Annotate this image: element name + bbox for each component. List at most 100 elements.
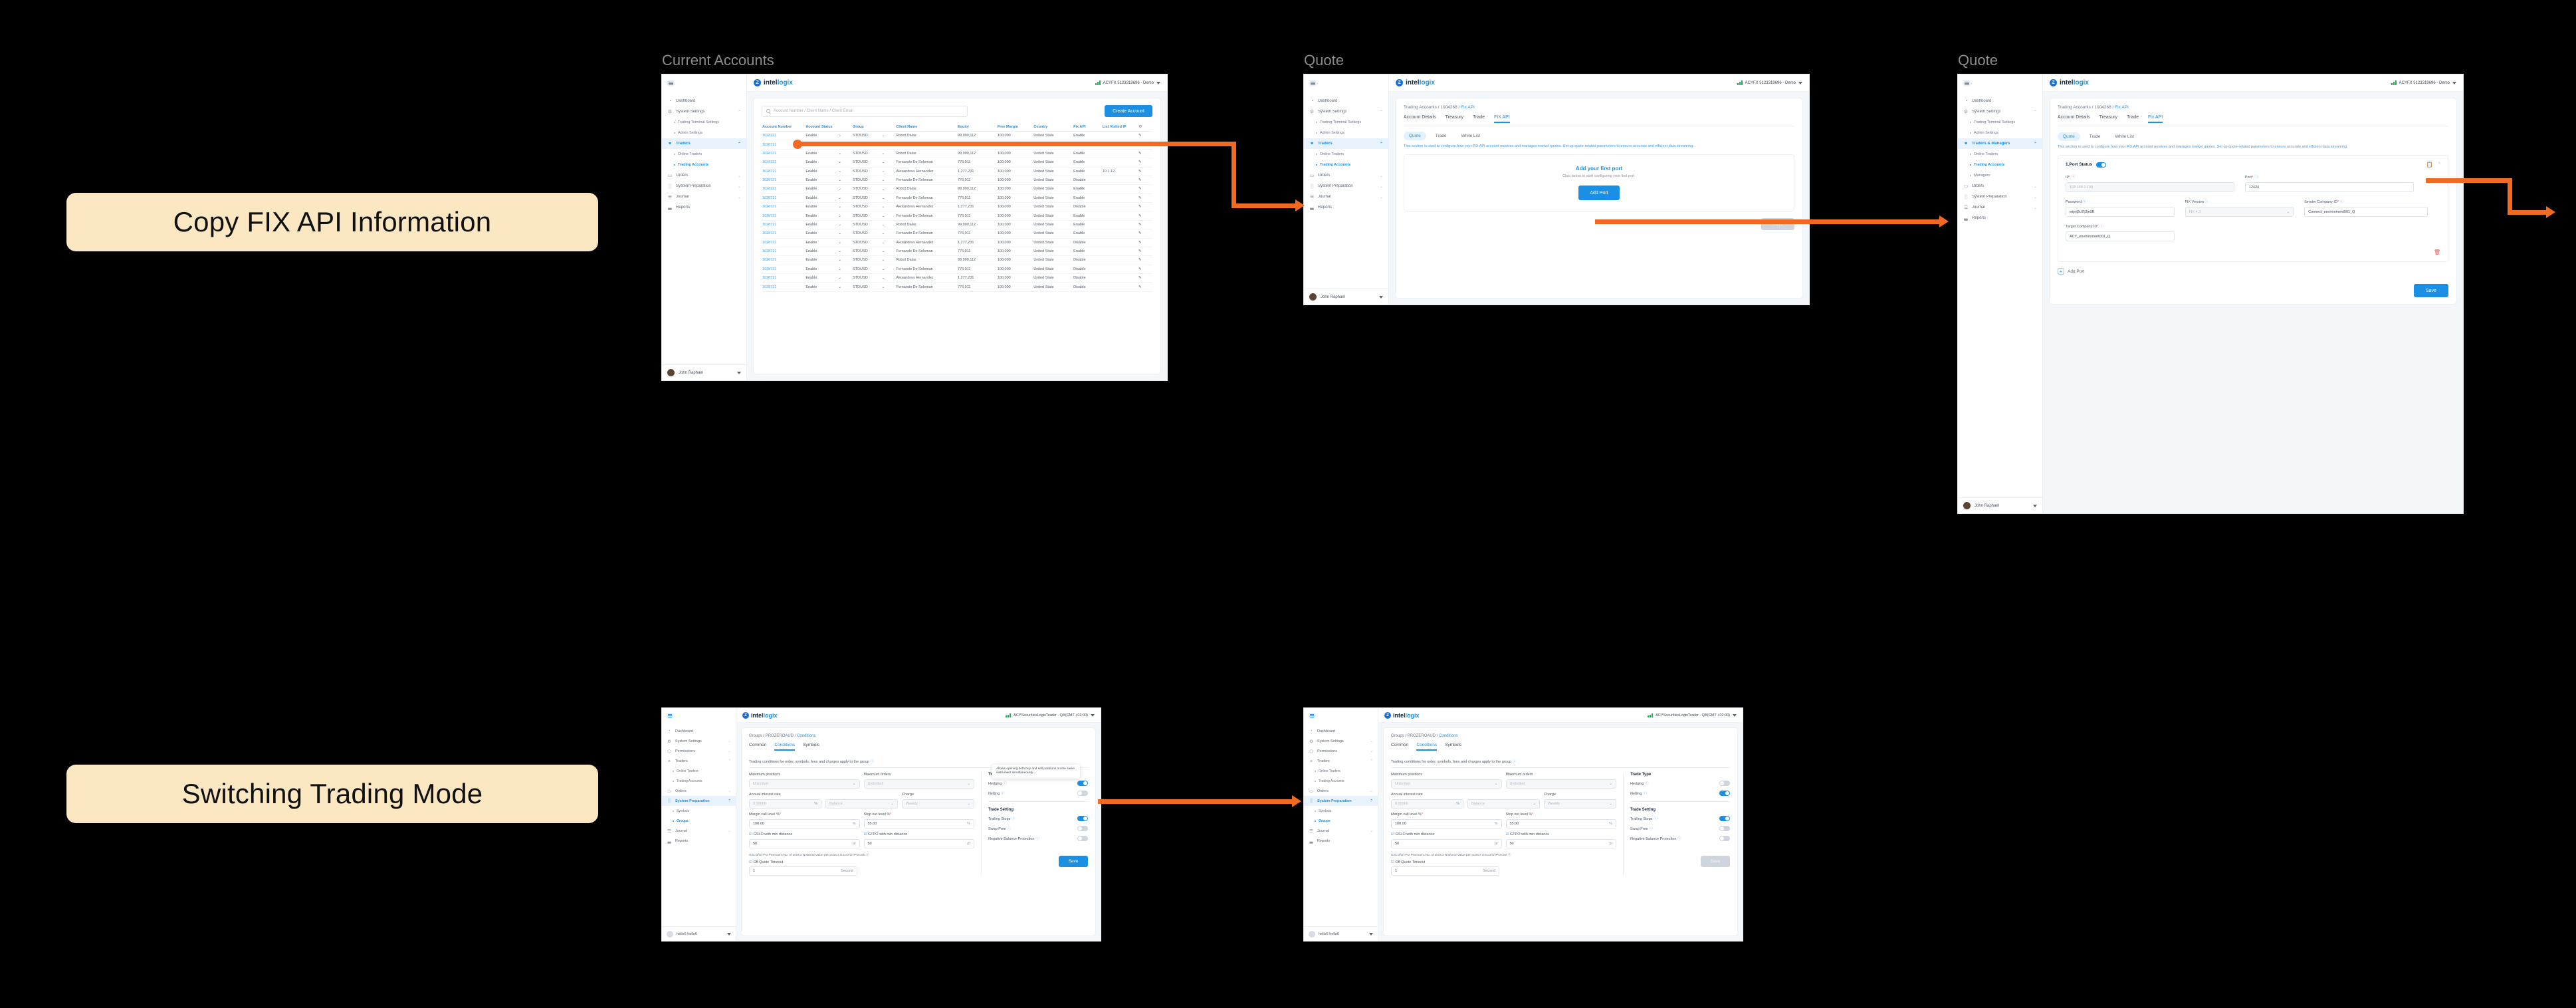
column-header-free-margin[interactable]: Free Margin xyxy=(996,122,1033,132)
sidebar-subitem-trading-accounts[interactable]: Trading Accounts xyxy=(1304,160,1388,170)
sidebar-item-journal[interactable]: ☰Journal⌄ xyxy=(662,191,746,202)
field-input[interactable]: 100.00% xyxy=(749,819,860,828)
sidebar-item-permissions[interactable]: ⬡Permissions⌄ xyxy=(662,746,736,756)
chevron-down-icon[interactable]: ⌄ xyxy=(1370,828,1373,833)
group-chevron-down-icon[interactable]: ⌄ xyxy=(881,238,896,247)
edit-icon[interactable]: ✎ xyxy=(1138,184,1152,194)
sidebar-item-orders[interactable]: ▭Orders⌄ xyxy=(662,786,736,796)
status-chevron-down-icon[interactable]: ⌄ xyxy=(837,193,853,203)
cell-account-number[interactable]: 1028721 xyxy=(762,158,805,168)
sidebar-item-system-preparation[interactable]: ░System Preparation⌄ xyxy=(1304,181,1388,191)
chevron-down-icon[interactable]: ⌄ xyxy=(1379,184,1383,189)
pill-white-list[interactable]: White List xyxy=(1455,132,1485,140)
sidebar-item-system-settings[interactable]: ⚙System Settings⌄ xyxy=(1304,736,1378,746)
field-input[interactable]: Connect_environment001_Q xyxy=(2304,207,2428,217)
delete-port-icon[interactable]: 🗑 xyxy=(2433,249,2440,255)
chevron-down-icon[interactable]: ⌄ xyxy=(737,184,741,189)
sidebar-item-system-settings[interactable]: ⚙System Settings⌄ xyxy=(662,736,736,746)
checkbox-icon[interactable]: ☑ xyxy=(749,860,754,864)
create-account-button[interactable]: Create Account xyxy=(1105,105,1152,117)
sidebar-subitem-symbols[interactable]: Symbols xyxy=(1304,806,1378,816)
tab-symbols[interactable]: Symbols xyxy=(1445,743,1461,750)
edit-icon[interactable]: ✎ xyxy=(1138,255,1152,265)
chevron-down-icon[interactable]: ⌄ xyxy=(737,195,741,199)
toggle-negative-balance-protection[interactable] xyxy=(1719,836,1730,841)
cell-account-number[interactable]: 1028721 xyxy=(762,176,805,186)
tab-fix-api[interactable]: FIX API xyxy=(1494,115,1510,123)
status-chevron-down-icon[interactable]: ⌄ xyxy=(837,255,853,265)
sidebar-subitem-trading-terminal-settings[interactable]: Trading Terminal Settings xyxy=(1304,117,1388,128)
chevron-down-icon[interactable]: ⌄ xyxy=(737,174,741,178)
chevron-down-icon[interactable]: ⌄ xyxy=(852,782,856,786)
chevron-down-icon[interactable]: ⌄ xyxy=(1609,782,1612,786)
tab-common[interactable]: Common xyxy=(1391,743,1408,750)
info-icon[interactable]: ⓘ xyxy=(2082,200,2087,204)
field-input[interactable]: ACY_environment001_Q xyxy=(2066,231,2175,241)
chevron-down-icon[interactable] xyxy=(727,932,731,936)
chevron-up-icon[interactable]: ⌃ xyxy=(1370,799,1373,803)
pill-quote[interactable]: Quote xyxy=(1404,132,1426,140)
edit-icon[interactable]: ✎ xyxy=(1138,149,1152,159)
edit-icon[interactable]: ✎ xyxy=(1138,247,1152,257)
chevron-down-icon[interactable] xyxy=(1369,932,1373,936)
chevron-down-icon[interactable]: ⌄ xyxy=(1494,782,1498,786)
sidebar-item-traders-managers[interactable]: ⚭Traders & Managers⌃ xyxy=(1958,138,2042,149)
breadcrumb-root[interactable]: Trading Accounts xyxy=(2058,105,2091,110)
sidebar-subitem-admin-settings[interactable]: Admin Settings xyxy=(662,128,746,138)
info-icon[interactable]: ⓘ xyxy=(1035,837,1039,841)
toggle-netting[interactable] xyxy=(1719,791,1730,796)
sidebar-subitem-groups[interactable]: Groups xyxy=(662,816,736,826)
sidebar-item-orders[interactable]: ▭Orders⌄ xyxy=(662,170,746,181)
toggle-swap-free[interactable] xyxy=(1077,826,1088,831)
cell-account-number[interactable]: 1028721 xyxy=(762,273,805,283)
status-chevron-down-icon[interactable]: ⌄ xyxy=(837,158,853,168)
tab-common[interactable]: Common xyxy=(749,743,766,750)
toggle-trailing-stops[interactable] xyxy=(1719,816,1730,821)
hamburger-icon[interactable] xyxy=(667,712,673,719)
cell-account-number[interactable]: 1028721 xyxy=(762,193,805,203)
cell-account-number[interactable]: 1028721 xyxy=(762,131,805,141)
sidebar-subitem-trading-accounts[interactable]: Trading Accounts xyxy=(1304,776,1378,786)
checkbox-icon[interactable]: ☑ xyxy=(1391,832,1396,836)
status-chevron-down-icon[interactable]: ⌄ xyxy=(837,220,853,230)
pill-trade[interactable]: Trade xyxy=(1430,132,1452,140)
sidebar-user[interactable]: John Raphael xyxy=(1304,289,1388,305)
sidebar-user[interactable]: John Raphael xyxy=(1958,497,2042,513)
toggle-negative-balance-protection[interactable] xyxy=(1077,836,1088,841)
edit-icon[interactable]: ✎ xyxy=(1138,238,1152,247)
chevron-down-icon[interactable]: ⌄ xyxy=(728,749,731,753)
info-icon[interactable]: ⓘ xyxy=(1677,837,1681,841)
toggle-netting[interactable] xyxy=(1077,791,1088,796)
chevron-down-icon[interactable]: ⌄ xyxy=(1370,789,1373,793)
info-icon[interactable]: ⓘ xyxy=(1011,817,1016,821)
chevron-up-icon[interactable]: ⌃ xyxy=(1379,142,1383,146)
breadcrumb-mid[interactable]: PROZEROAUD xyxy=(765,734,794,738)
checkbox-icon[interactable]: ☑ xyxy=(749,832,754,836)
sidebar-subitem-admin-settings[interactable]: Admin Settings xyxy=(1958,128,2042,138)
sidebar-item-dashboard[interactable]: ◔Dashboard xyxy=(1304,726,1378,736)
edit-icon[interactable]: ✎ xyxy=(1138,193,1152,203)
breadcrumb-root[interactable]: Trading Accounts xyxy=(1404,105,1437,110)
copy-icon[interactable]: 📋 xyxy=(2426,162,2433,168)
status-chevron-down-icon[interactable]: ⌄ xyxy=(837,229,853,239)
sidebar-item-system-preparation[interactable]: ░System Preparation⌄ xyxy=(1958,191,2042,202)
save-button[interactable]: Save xyxy=(2414,284,2448,297)
sidebar-subitem-online-traders[interactable]: Online Traders xyxy=(662,149,746,160)
sidebar-subitem-online-traders[interactable]: Online Traders xyxy=(1304,149,1388,160)
sidebar-subitem-online-traders[interactable]: Online Traders xyxy=(1958,149,2042,160)
chevron-up-icon[interactable]: ^ xyxy=(2438,162,2440,167)
field-input[interactable]: 100.00% xyxy=(1391,819,1502,828)
column-header-equity[interactable]: Equity xyxy=(956,122,997,132)
port-status-toggle[interactable] xyxy=(2096,162,2107,168)
toggle-trailing-stops[interactable] xyxy=(1077,816,1088,821)
info-icon[interactable]: ⓘ xyxy=(1003,782,1007,786)
info-icon[interactable]: ⓘ xyxy=(1649,827,1653,831)
chevron-down-icon[interactable]: ⌄ xyxy=(1379,195,1383,199)
